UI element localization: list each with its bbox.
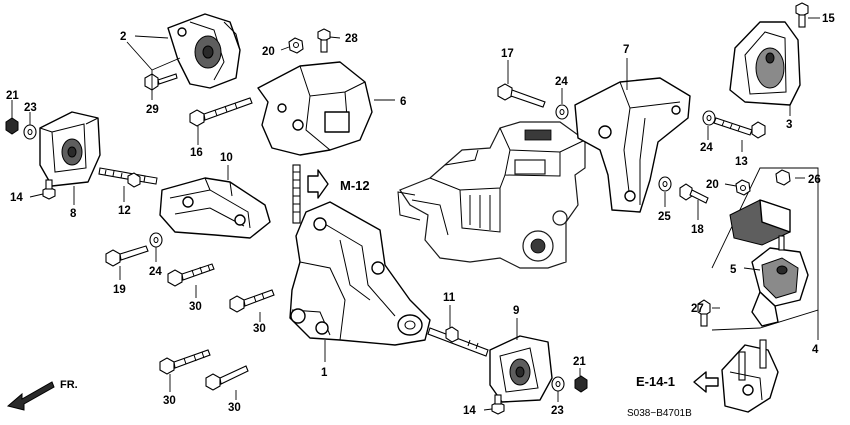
washer-23-bottom — [551, 376, 565, 392]
bolt-28 — [317, 28, 331, 53]
callout-labels: 2 29 20 28 6 16 21 23 14 8 12 10 19 24 3… — [6, 13, 835, 417]
callout-29: 29 — [146, 104, 159, 116]
washer-23-left — [23, 124, 37, 140]
callout-27: 27 — [691, 303, 704, 315]
bolt-21-left — [5, 117, 19, 135]
callout-15: 15 — [822, 13, 835, 25]
callout-28: 28 — [345, 33, 358, 45]
e141-bracket — [721, 339, 779, 413]
washer-24-left — [149, 232, 163, 248]
bolt-30-b — [229, 289, 275, 313]
ref-label-m12: M-12 — [340, 178, 370, 193]
washer-24-right — [702, 110, 716, 126]
callout-14-left: 14 — [10, 192, 23, 204]
front-label: FR. — [60, 379, 78, 391]
callout-14-bottom: 14 — [463, 405, 476, 417]
part-4-group-outline — [711, 167, 819, 331]
callout-3: 3 — [786, 119, 792, 131]
callout-24-left: 24 — [149, 266, 162, 278]
part-9-mount — [489, 335, 553, 403]
nut-26 — [775, 169, 791, 186]
bolt-30-d — [205, 365, 249, 391]
callout-4: 4 — [812, 344, 819, 356]
callout-13: 13 — [735, 156, 748, 168]
diagram-code: S038−B4701B — [627, 408, 692, 419]
callout-1: 1 — [321, 367, 328, 379]
callout-20-top: 20 — [262, 46, 275, 58]
bolt-30-a — [167, 263, 215, 287]
callout-23-bottom: 23 — [551, 405, 564, 417]
callout-25: 25 — [658, 211, 671, 223]
callout-20-right: 20 — [706, 179, 719, 191]
callout-30-d: 30 — [228, 402, 241, 414]
ref-label-e141: E-14-1 — [636, 374, 675, 389]
callout-30-b: 30 — [253, 323, 266, 335]
callout-19: 19 — [113, 284, 126, 296]
part-8-mount — [39, 111, 101, 187]
callout-11: 11 — [443, 292, 456, 304]
stud-m12 — [292, 164, 301, 224]
callout-24-mid: 24 — [555, 76, 568, 88]
stud-12 — [98, 167, 158, 188]
callout-8: 8 — [70, 208, 77, 220]
callout-9: 9 — [513, 305, 519, 317]
callout-6: 6 — [400, 96, 406, 108]
callout-30-a: 30 — [189, 301, 202, 313]
bolt-27 — [697, 299, 711, 327]
callout-24-right: 24 — [700, 142, 713, 154]
callout-21-bottom: 21 — [573, 356, 586, 368]
callout-30-c: 30 — [163, 395, 176, 407]
callout-7: 7 — [623, 44, 629, 56]
part-1-bracket — [289, 201, 431, 346]
stud-11 — [427, 326, 489, 357]
callout-26: 26 — [808, 174, 821, 186]
bolt-14-left — [42, 179, 56, 200]
callout-2: 2 — [120, 31, 126, 43]
washer-24-mid — [555, 104, 569, 120]
bolt-19 — [105, 245, 149, 267]
bolt-30-c — [159, 349, 211, 375]
callout-17: 17 — [501, 48, 514, 60]
nut-20-top — [288, 37, 304, 54]
callout-12: 12 — [118, 205, 131, 217]
callout-5: 5 — [730, 264, 737, 276]
part-2-mount — [167, 13, 241, 89]
leader-lines — [11, 17, 820, 411]
part-7-bracket — [574, 77, 691, 213]
part-10-bracket — [159, 177, 271, 239]
callout-10: 10 — [220, 152, 233, 164]
part-5-cushion — [729, 199, 809, 327]
callout-16: 16 — [190, 147, 203, 159]
bolt-13 — [713, 117, 766, 139]
part-3-mount — [729, 21, 801, 106]
callout-23-left: 23 — [24, 102, 37, 114]
nut-20-right — [735, 179, 751, 196]
m12-arrow-icon — [307, 169, 329, 199]
bolt-29 — [144, 73, 178, 91]
e141-arrow-icon — [693, 371, 719, 393]
part-6-bracket — [257, 61, 373, 156]
bolt-18 — [679, 183, 709, 204]
bolt-14-bottom — [491, 394, 505, 415]
callout-21-left: 21 — [6, 90, 19, 102]
front-direction-arrow-icon — [6, 381, 55, 411]
bolt-15 — [795, 2, 809, 28]
engine-block — [397, 121, 586, 269]
callout-18: 18 — [691, 224, 704, 236]
washer-25 — [658, 176, 672, 192]
bolt-17 — [497, 83, 546, 108]
bolt-16 — [189, 97, 253, 127]
bolt-21-bottom — [574, 375, 588, 393]
